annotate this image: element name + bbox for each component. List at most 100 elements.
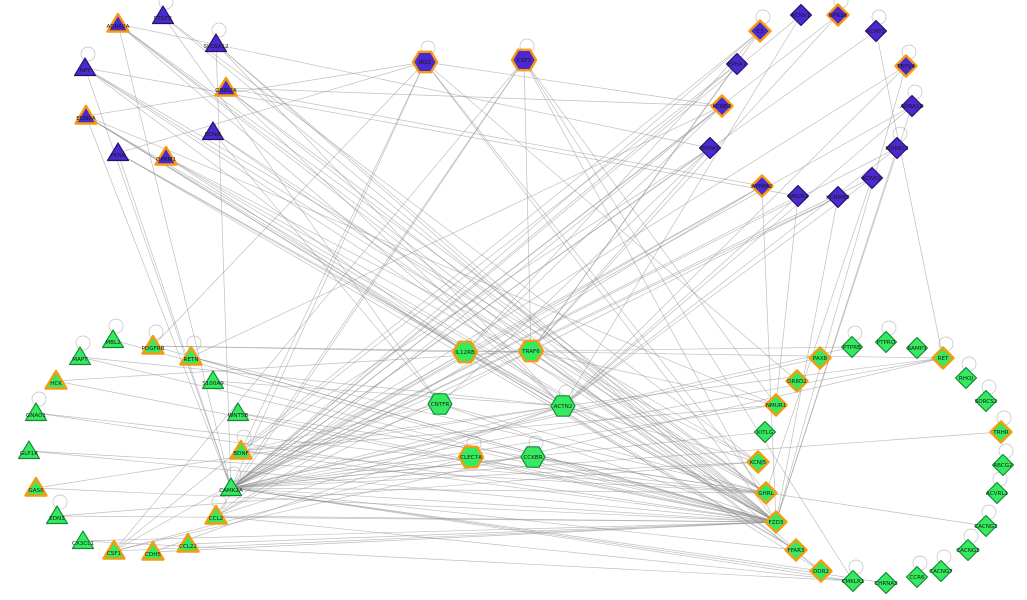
node-ADRA2A[interactable] <box>106 12 130 33</box>
edge-KCNT1-RET <box>875 30 944 359</box>
node-ACTN2[interactable] <box>550 395 576 417</box>
node-CSF1[interactable] <box>102 539 126 560</box>
node-KITLG[interactable] <box>753 420 777 444</box>
edge-CAMK2A-GHRL <box>230 487 767 494</box>
node-GPR26[interactable] <box>826 3 850 27</box>
edge-C3-CSF1 <box>113 30 761 552</box>
edge-MAPT-ACTN2 <box>79 356 564 407</box>
node-CAMK2A[interactable] <box>219 477 243 497</box>
edge-KCNV1-ACTN2 <box>562 14 802 407</box>
node-HCK[interactable] <box>44 369 68 390</box>
node-DDR2[interactable] <box>809 559 833 583</box>
edge-CAMK2A-RET <box>230 357 944 489</box>
node-OR8D2[interactable] <box>785 369 809 393</box>
edge-EPHA5-BDNF <box>240 147 711 452</box>
node-MBL2[interactable] <box>101 329 125 349</box>
node-KCNJ6[interactable] <box>201 121 225 141</box>
node-ADRA1D[interactable] <box>900 94 924 118</box>
edge-CX3CL1-CMKLR1 <box>82 540 854 582</box>
node-PDGFRB[interactable] <box>141 334 165 355</box>
node-SLC6A12[interactable] <box>204 33 228 53</box>
node-CDH5[interactable] <box>141 540 165 561</box>
edge-GRIN2A-GHRL <box>225 87 767 494</box>
node-IL12RB[interactable] <box>451 340 479 364</box>
node-PTPRO[interactable] <box>874 330 898 354</box>
edge-TRAF6-FZD3 <box>530 350 777 523</box>
node-PTGFR[interactable] <box>151 5 175 25</box>
node-GHRL[interactable] <box>754 481 778 505</box>
edge-GAS6-ACTN2 <box>35 405 564 489</box>
node-CACNG7[interactable] <box>929 559 953 583</box>
node-PTPRB[interactable] <box>840 335 864 359</box>
node-NMUR2[interactable] <box>786 184 810 208</box>
edge-EPHA7-CAMK2A <box>230 63 738 489</box>
node-CCL22[interactable] <box>176 532 200 553</box>
node-TRAF6[interactable] <box>517 339 545 363</box>
node-KCNB2[interactable] <box>710 94 734 118</box>
node-RET[interactable] <box>931 346 955 370</box>
node-EPHA7[interactable] <box>725 52 749 76</box>
node-CCL2[interactable] <box>204 504 228 525</box>
node-KCNMB2[interactable] <box>826 185 850 209</box>
node-KCNT1[interactable] <box>864 19 888 43</box>
node-TRPV4[interactable] <box>894 54 918 78</box>
node-CLEC7A[interactable] <box>457 445 485 469</box>
node-S100A9[interactable] <box>201 370 225 390</box>
node-PAX8[interactable] <box>808 346 832 370</box>
node-IRS1[interactable] <box>411 50 439 74</box>
node-CSF2[interactable] <box>510 48 538 72</box>
self-loop-SLC6A12 <box>211 22 227 38</box>
edge-PENK-IRS1 <box>117 61 426 154</box>
edge-BDNF-GHRL <box>240 450 767 494</box>
node-EPHA5[interactable] <box>698 136 722 160</box>
node-KCNS2[interactable] <box>860 166 884 190</box>
node-ATP8A2[interactable] <box>750 174 774 198</box>
edge-ATP8A2-FZD3 <box>761 185 777 523</box>
node-NMUR1[interactable] <box>764 393 788 417</box>
node-CACNG3[interactable] <box>956 538 980 562</box>
node-RHOJ[interactable] <box>954 366 978 390</box>
node-GRIN2A[interactable] <box>214 76 238 97</box>
node-TRHR[interactable] <box>989 420 1013 444</box>
node-EDNRA[interactable] <box>74 104 98 125</box>
node-KCNJ5[interactable] <box>746 450 770 474</box>
node-MAPT[interactable] <box>68 346 92 366</box>
node-RAMP3[interactable] <box>905 336 929 360</box>
node-CCKBR[interactable] <box>520 446 546 468</box>
node-PENK[interactable] <box>106 142 130 162</box>
node-KCNV1[interactable] <box>789 3 813 27</box>
edge-HCK-FZD3 <box>55 380 777 523</box>
edge-CSF2-CAMK2A <box>230 59 525 489</box>
node-KIRREL3[interactable] <box>885 136 909 160</box>
node-CNTFR[interactable] <box>427 393 453 415</box>
node-FZD3[interactable] <box>764 510 788 534</box>
self-loop-MBL2 <box>108 318 124 334</box>
node-RETN[interactable] <box>179 345 203 366</box>
node-CHRNA3[interactable] <box>874 571 898 595</box>
edge-IL12RB-CSF1 <box>113 351 466 552</box>
self-loop-MAPT <box>75 335 91 351</box>
node-GLP1R[interactable] <box>17 440 41 460</box>
node-WNT5B[interactable] <box>226 402 250 422</box>
node-NPY[interactable] <box>73 57 97 77</box>
edge-CAMK2A-DDR2 <box>230 487 822 572</box>
node-BDNF[interactable] <box>229 439 253 460</box>
node-FFAR3[interactable] <box>784 538 808 562</box>
node-CCR6[interactable] <box>905 565 929 589</box>
node-GAS6[interactable] <box>24 476 48 497</box>
edge-KCNB2-RETN <box>190 105 723 358</box>
self-loop-NPY <box>80 46 96 62</box>
node-CACNG2[interactable] <box>974 514 998 538</box>
node-C3[interactable] <box>748 19 772 43</box>
node-OPRM1[interactable] <box>154 145 178 166</box>
node-ABCG2[interactable] <box>991 453 1015 477</box>
edge-ATP8A2-CAMK2A <box>230 185 763 489</box>
node-CX3CL1[interactable] <box>71 530 95 550</box>
node-GNAO1[interactable] <box>24 402 48 422</box>
node-CMKLR1[interactable] <box>841 569 865 593</box>
node-EDN3[interactable] <box>45 505 69 525</box>
self-loop-CAMK2A <box>226 466 242 482</box>
edge-KIRREL3-CAMK2A <box>230 147 898 489</box>
node-SORCS2[interactable] <box>974 389 998 413</box>
node-ACVRL1[interactable] <box>985 481 1009 505</box>
